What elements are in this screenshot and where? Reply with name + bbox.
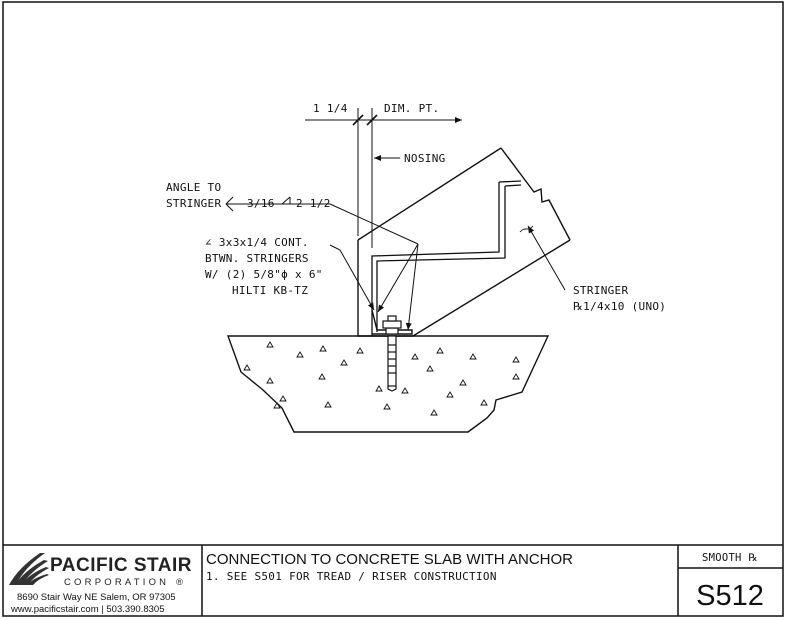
company-logo: PACIFIC STAIR CORPORATION ® [9, 553, 192, 588]
dimension-lines [305, 108, 462, 248]
stringer-label-line1: STRINGER [573, 284, 628, 297]
nosing-label: NOSING [404, 152, 446, 165]
concrete-slab [227, 335, 550, 433]
dim-point-label: DIM. PT. [384, 102, 439, 115]
weld-length-label: 2 1/2 [296, 197, 331, 210]
angle-label-line4: HILTI KB-TZ [232, 284, 308, 297]
tread-riser-pan [371, 180, 522, 336]
anchor-bolt [382, 315, 402, 392]
angle-label-line1: ∠ 3x3x1/4 CONT. [205, 236, 309, 249]
dim-left-label: 1 1/4 [313, 102, 348, 115]
steel-angle [371, 309, 413, 335]
leader-lines [225, 155, 566, 331]
detail-annotations: 1 1/4 DIM. PT. NOSING ANGLE TO STRINGER … [166, 102, 666, 313]
company-address: 8690 Stair Way NE Salem, OR 97305 [17, 592, 176, 603]
stringer-label-line2: ℞1/4x10 (UNO) [573, 300, 666, 313]
company-contact: www.pacificstair.com | 503.390.8305 [10, 604, 165, 615]
company-name: PACIFIC STAIR [50, 555, 192, 576]
weld-label-line1: ANGLE TO [166, 181, 221, 194]
sheet-number: S512 [696, 580, 764, 612]
drawing-title: CONNECTION TO CONCRETE SLAB WITH ANCHOR [206, 551, 573, 568]
detail-drawing [225, 108, 571, 433]
concrete-aggregate [243, 341, 520, 416]
registered-mark: ® [176, 577, 183, 588]
drawing-note: 1. SEE S501 FOR TREAD / RISER CONSTRUCTI… [206, 570, 497, 583]
title-block: PACIFIC STAIR CORPORATION ® 8690 Stair W… [3, 544, 783, 616]
logo-swoosh-icon [9, 553, 49, 585]
angle-label-line2: BTWN. STRINGERS [205, 252, 309, 265]
weld-label-line2: STRINGER [166, 197, 221, 210]
stringer-plate [357, 147, 571, 337]
weld-size-label: 3/16 [247, 197, 275, 210]
angle-label-line3: W/ (2) 5/8"ϕ x 6" [205, 268, 323, 281]
series-label: SMOOTH ℞ [702, 552, 758, 564]
company-subname: CORPORATION [64, 577, 169, 588]
